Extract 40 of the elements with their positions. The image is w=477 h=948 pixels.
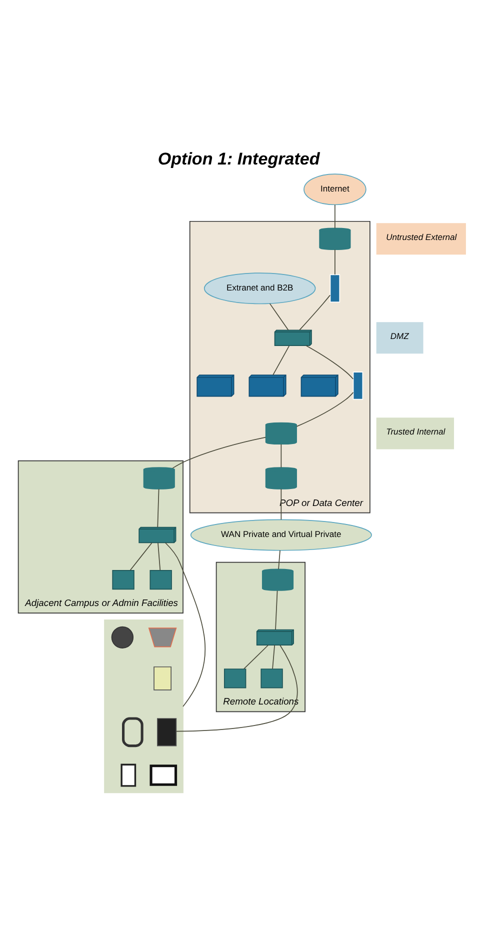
- connector: [176, 644, 298, 732]
- connector: [172, 436, 266, 469]
- node-box: DMZ: [376, 322, 424, 354]
- cluster: Adjacent Campus or Admin Facilities: [18, 460, 184, 614]
- node-computer: [112, 570, 134, 590]
- connector: [165, 542, 206, 707]
- connector: [306, 345, 354, 380]
- node-badge: [154, 666, 172, 690]
- connector: [299, 294, 331, 330]
- connector: [334, 204, 336, 229]
- connector: [272, 644, 276, 670]
- diagram-title: Option 1: Integrated: [158, 150, 320, 169]
- connector: [130, 542, 152, 571]
- node-firewall: [352, 372, 364, 400]
- node-computer: [224, 668, 246, 688]
- node-fridge: [122, 717, 144, 748]
- connector: [278, 550, 280, 570]
- connector: [296, 392, 354, 427]
- connector: [244, 644, 269, 670]
- node-scanner: [148, 628, 177, 648]
- node-tv: [150, 764, 178, 786]
- connector: [280, 444, 282, 468]
- connector: [272, 346, 290, 376]
- node-computer: [150, 570, 172, 590]
- node-ellipse: Extranet and B2B: [204, 272, 316, 304]
- connector: [157, 488, 160, 528]
- cluster: [104, 620, 184, 794]
- node-camera: [111, 626, 134, 649]
- node-computer: [260, 668, 283, 688]
- connector: [269, 303, 289, 331]
- node-terminal: [120, 764, 136, 787]
- node-reader: [157, 718, 177, 746]
- node-ellipse: WAN Private and Virtual Private: [190, 519, 372, 551]
- connector: [334, 249, 336, 275]
- node-ellipse: Internet: [304, 174, 366, 206]
- connector: [158, 542, 161, 571]
- node-box: Untrusted External: [376, 223, 466, 255]
- connector: [275, 590, 278, 630]
- node-box: Trusted Internal: [376, 418, 454, 450]
- node-firewall: [330, 274, 340, 302]
